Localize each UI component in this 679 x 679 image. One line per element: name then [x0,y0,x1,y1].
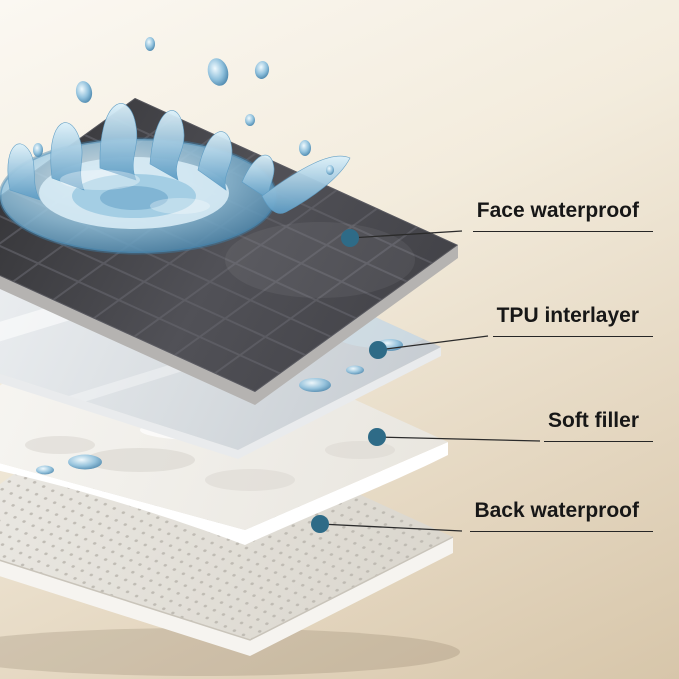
splash-droplets [33,37,334,175]
callout-dots [311,229,387,533]
water-splash [0,37,351,255]
callout-dot-back-waterproof [311,515,329,533]
callout-label-tpu-interlayer: TPU interlayer [492,303,653,337]
callout-dot-face-waterproof [341,229,359,247]
water-bead [68,454,102,470]
callout-line-back-waterproof [319,523,463,532]
water-bead [36,465,54,475]
callout-label-back-waterproof: Back waterproof [470,498,653,532]
callout-label-face-waterproof: Face waterproof [472,198,653,232]
water-bead [346,365,364,375]
callout-line-tpu-interlayer [377,335,489,351]
callout-dot-tpu-interlayer [369,341,387,359]
water-bead [299,378,331,392]
callout-label-soft-filler: Soft filler [543,408,653,442]
callout-line-soft-filler [376,436,541,442]
callout-connectors [319,230,541,532]
callout-dot-soft-filler [368,428,386,446]
ground-shadow [0,628,460,676]
callout-line-face-waterproof [349,230,463,239]
